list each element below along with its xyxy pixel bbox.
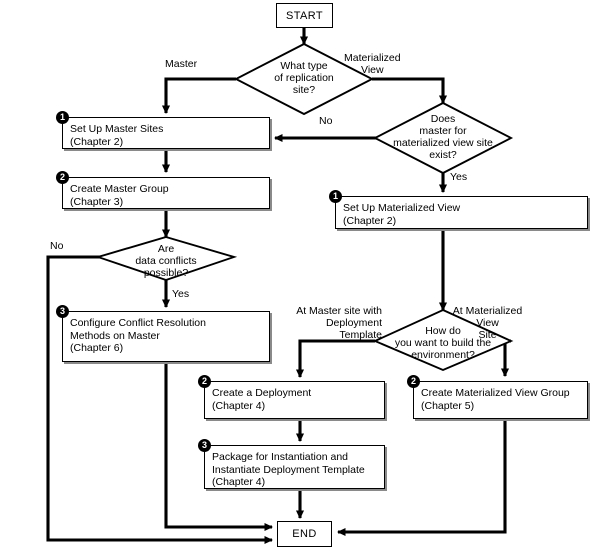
process-title: Set Up Master Sites (70, 123, 164, 135)
edge-label-build-at-mv-site: At Materialized View Site (452, 305, 523, 341)
decision-build-environment-shape (372, 308, 514, 372)
decision-replication-type-text: What type of replication site? (274, 60, 334, 96)
step-number-badge: 3 (56, 305, 69, 318)
step-number-badge: 3 (198, 439, 211, 452)
process-title: Set Up Materialized View (343, 202, 461, 214)
decision-replication-type-shape (233, 42, 375, 116)
process-title: Create Master Group (70, 183, 169, 195)
edge-conflict-box-to-end (164, 362, 274, 532)
process-chapter: (Chapter 5) (421, 399, 475, 412)
edge-label-master-exists-yes: Yes (450, 171, 468, 183)
process-create-materialized-view-group[interactable]: Create Materialized View Group (Chapter … (413, 381, 588, 419)
process-chapter: (Chapter 3) (70, 195, 124, 208)
process-title-line2: Methods on Master (70, 329, 160, 342)
process-title-line2: Instantiate Deployment Template (212, 463, 365, 476)
terminator-end: END (277, 521, 332, 547)
decision-data-conflicts-text: Are data conflicts possible? (135, 243, 197, 279)
edge-mv-branch (372, 77, 448, 105)
edge-mvgroup-to-end (336, 419, 507, 537)
process-title: Create a Deployment (212, 387, 312, 399)
terminator-start: START (276, 3, 333, 28)
edge-no-conflicts-to-end (46, 255, 274, 545)
step-number-badge: 2 (56, 171, 69, 184)
step-number-badge: 1 (329, 190, 342, 203)
step-number-badge: 1 (56, 111, 69, 124)
step-number-badge: 2 (198, 375, 211, 388)
process-chapter: (Chapter 2) (343, 214, 397, 227)
step-number-badge: 2 (407, 375, 420, 388)
edge-build-left (295, 339, 375, 379)
process-create-a-deployment[interactable]: Create a Deployment (Chapter 4) (204, 381, 385, 419)
decision-master-exists-text: Does master for materialized view site e… (393, 113, 493, 161)
process-chapter: (Chapter 4) (212, 476, 266, 488)
process-title: Configure Conflict Resolution (70, 317, 206, 329)
edge-label-master: Master (165, 58, 198, 70)
edge-label-conflicts-yes: Yes (172, 288, 190, 300)
decision-data-conflicts-shape (94, 236, 238, 282)
process-chapter: (Chapter 4) (212, 399, 266, 412)
process-chapter: (Chapter 6) (70, 342, 124, 354)
decision-build-environment-text: How do you want to build the environment… (394, 325, 492, 361)
edge-label-conflicts-no: No (50, 240, 64, 252)
process-title: Create Materialized View Group (421, 387, 570, 399)
edge-master-branch (161, 77, 236, 115)
process-title: Package for Instantiation and (212, 451, 349, 463)
edge-label-master-exists-no: No (319, 115, 333, 127)
process-create-master-group[interactable]: Create Master Group (Chapter 3) (62, 177, 270, 209)
process-set-up-master-sites[interactable]: Set Up Master Sites (Chapter 2) (62, 117, 270, 149)
process-chapter: (Chapter 2) (70, 135, 124, 148)
start-label: START (285, 9, 324, 22)
edge-label-build-at-master-site: At Master site with Deployment Template (296, 305, 382, 341)
process-configure-conflict-resolution[interactable]: Configure Conflict Resolution Methods on… (62, 311, 270, 362)
end-label: END (292, 528, 317, 540)
edge-label-materialized-view: Materialized View (344, 52, 401, 76)
decision-master-exists-shape (372, 101, 514, 175)
process-package-instantiate[interactable]: Package for Instantiation and Instantiat… (204, 445, 385, 489)
process-set-up-materialized-view[interactable]: Set Up Materialized View (Chapter 2) (335, 196, 588, 229)
